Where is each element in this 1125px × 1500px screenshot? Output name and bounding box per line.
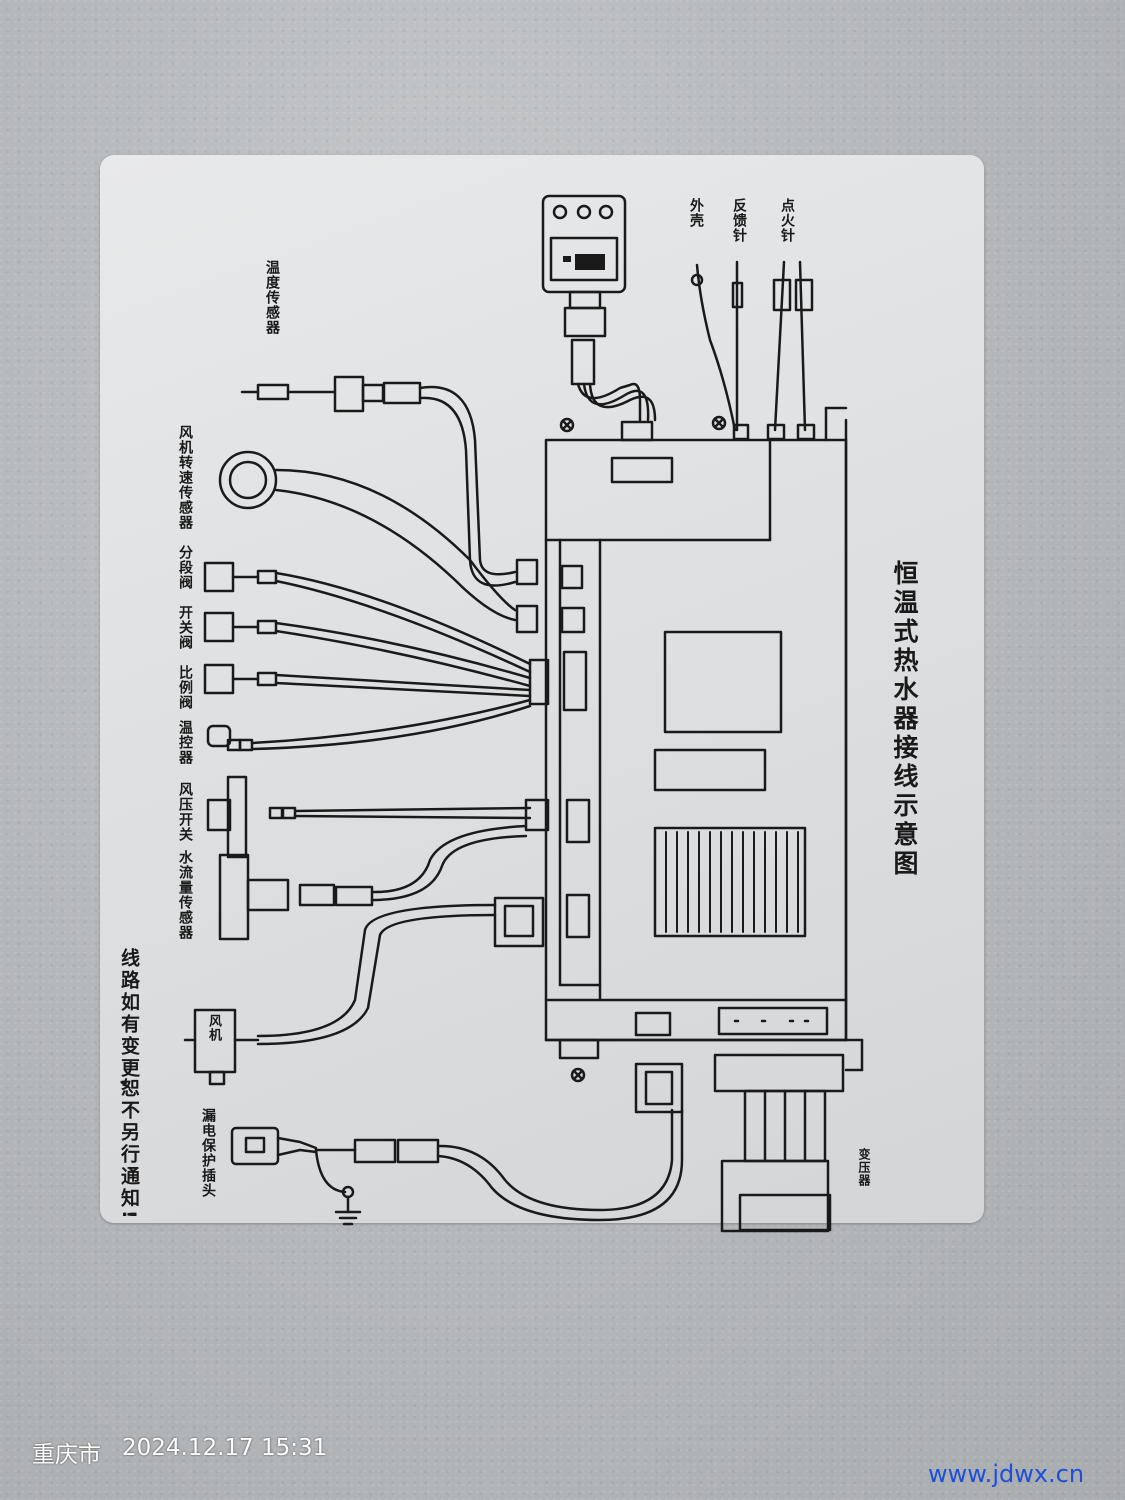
label-fan-speed-sensor: 风机转速传感器 (177, 425, 193, 530)
fan-speed-sensor-part (218, 450, 539, 634)
temperature-sensor-part (240, 375, 539, 587)
label-fan: 风机 (206, 1014, 221, 1042)
label-ignition-needle: 点火针 (779, 198, 795, 243)
diagram-title: 恒温式热水器接线示意图 (890, 560, 919, 879)
photo-datetime: 2024.12.17 15:31 (122, 1435, 328, 1461)
label-transformer: 变压器 (857, 1148, 871, 1187)
wind-pressure-switch-part (206, 775, 550, 859)
screws (559, 415, 727, 1083)
note-line-1: 线路如有变更, (118, 948, 140, 1091)
thermostat-part (206, 698, 532, 752)
transformer-part (713, 1053, 845, 1233)
label-water-flow-sensor: 水流量传感器 (177, 850, 193, 940)
watermark: www.jdwx.cn (928, 1460, 1085, 1488)
fan-part (183, 896, 545, 1086)
controller-box (544, 406, 864, 1072)
valve-parts (203, 561, 550, 706)
wiring-label-sticker (100, 155, 984, 1223)
display-digits (563, 254, 605, 270)
label-temperature-sensor: 温度传感器 (264, 260, 280, 335)
label-leakage-plug: 漏电保护插头 (200, 1108, 216, 1198)
display-panel (541, 194, 657, 442)
label-switch-valve: 开关阀 (177, 605, 193, 650)
label-sub-valve: 分段阀 (177, 545, 193, 590)
ignition-leads (690, 260, 816, 441)
leakage-plug-part (230, 1062, 684, 1226)
label-feedback-needle: 反馈针 (731, 198, 747, 243)
label-shell: 外壳 (688, 198, 704, 228)
label-proportional-valve: 比例阀 (177, 665, 193, 710)
note-line-2: 恕不另行通知! (118, 1078, 140, 1222)
photo-location: 重庆市 (32, 1442, 101, 1468)
water-flow-sensor-part (218, 824, 528, 941)
label-thermostat: 温控器 (177, 720, 193, 765)
heat-sink-fins (665, 831, 799, 933)
label-wind-pressure-switch: 风压开关 (177, 782, 193, 842)
